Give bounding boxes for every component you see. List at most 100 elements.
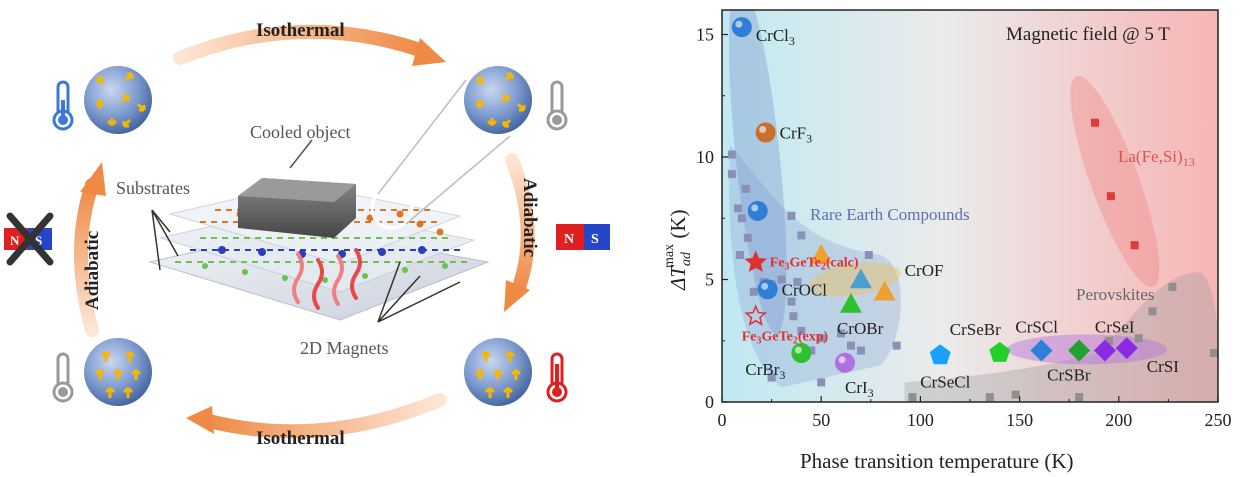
cycle-arrow-top-head	[412, 38, 446, 66]
x-tick-label: 200	[1105, 410, 1132, 430]
compound-label: CrI3	[845, 378, 874, 400]
rare-earth-point	[767, 373, 776, 382]
compound-label: CrF3	[780, 124, 812, 146]
compound-label: CrOCl	[782, 280, 828, 299]
rare-earth-point	[837, 329, 846, 338]
fgt-calc-label: Fe3GeTe2(calc)	[770, 255, 859, 272]
device-stack	[148, 79, 511, 323]
rare-earth-region-label: Rare Earth Compounds	[810, 205, 970, 224]
fgt-calc-label-part: Fe	[770, 255, 785, 270]
magnets-2d-label: 2D Magnets	[300, 338, 389, 358]
perovskite-point	[1011, 390, 1020, 399]
x-tick-label: 150	[1006, 410, 1033, 430]
rare-earth-point	[787, 211, 796, 220]
thermometer-neutral-icon	[546, 80, 568, 131]
cycle-arrow-bottom-head	[186, 406, 214, 434]
lafesi-point	[1090, 118, 1099, 127]
spin-sphere-top-right	[464, 66, 532, 134]
lafesi-region	[1070, 75, 1160, 288]
y-tick-label: 10	[696, 147, 714, 167]
perovskite-point	[985, 393, 994, 402]
compound-label-main: CrSeBr	[950, 320, 1001, 339]
compound-label-main: CrBr	[745, 360, 779, 379]
compound-label-sub: 3	[779, 368, 785, 382]
y-axis-label-unit: (K)	[666, 209, 690, 243]
compound-marker-highlight	[759, 126, 767, 133]
fgt-calc-marker	[744, 250, 768, 272]
compound-marker	[849, 268, 872, 289]
compound-marker	[731, 17, 752, 38]
magnet-s-label: S	[591, 232, 599, 247]
thermometer-neutral-icon	[52, 352, 74, 403]
compound-marker	[989, 342, 1011, 362]
fgt-calc-label-part: 2	[821, 261, 826, 272]
rare-earth-point	[846, 341, 855, 350]
cycle-arrow-left-head	[80, 162, 106, 196]
substrates-label: Substrates	[116, 178, 190, 198]
compound-marker	[929, 344, 951, 365]
rare-earth-point	[735, 251, 744, 259]
y-tick-label: 0	[705, 392, 714, 412]
isothermal-bottom-label: Isothermal	[256, 428, 345, 449]
spin-sphere-bottom-right	[464, 338, 532, 406]
compound-label-main: CrSeI	[1095, 318, 1135, 337]
field-annotation: Magnetic field @ 5 T	[1006, 24, 1170, 45]
magnet-s-label: S	[35, 233, 42, 248]
compound-label-main: CrOF	[905, 261, 944, 280]
y-tick-label: 15	[696, 25, 714, 45]
fgt-exp-label-part: Fe	[742, 329, 757, 344]
fgt-exp-label-part: (exp)	[798, 329, 829, 344]
compound-marker	[810, 244, 833, 264]
magnet-n-label: N	[10, 233, 20, 248]
perovskite-point	[1104, 336, 1113, 345]
compound-marker	[839, 293, 862, 313]
crossed-magnet-icon: N S	[4, 212, 54, 266]
perovskites-region-label: Perovskites	[1076, 285, 1154, 304]
cooled-object-label: Cooled object	[250, 122, 350, 142]
compound-marker	[835, 352, 856, 373]
compound-label-main: CrOCl	[782, 280, 828, 299]
rare-earth-point	[864, 251, 873, 259]
crcl3-region	[728, 10, 787, 335]
fgt-calc-label-part: 3	[784, 261, 789, 272]
magnet-n-label: N	[564, 232, 574, 247]
rare-earth-point	[797, 326, 806, 335]
compound-label-main: CrSBr	[1047, 366, 1091, 385]
lafesi-point	[1130, 241, 1139, 250]
rare-earth-point	[797, 231, 806, 240]
rare-earth-point	[807, 346, 816, 355]
perovskite-point	[908, 393, 917, 402]
isothermal-top-label: Isothermal	[256, 20, 345, 41]
compound-label-main: CrSCl	[1015, 318, 1058, 337]
rare-earth-point	[777, 275, 786, 284]
compound-label: CrSeI	[1095, 318, 1135, 337]
compound-label-main: CrOBr	[837, 319, 884, 338]
rare-earth-point	[817, 334, 826, 343]
cycle-arrow-left	[74, 178, 99, 337]
y-axis-label-main: ΔT	[666, 265, 690, 291]
compound-label: CrSI	[1147, 357, 1179, 376]
compound-label: CrBr3	[745, 360, 785, 382]
adiabatic-right-label: Adiabatic	[519, 178, 540, 257]
compound-label-main: CrSeCl	[920, 372, 970, 391]
compound-marker	[1030, 339, 1053, 362]
compound-marker-highlight	[751, 204, 759, 212]
magnet-icon: N S	[556, 224, 610, 250]
compound-label: CrSCl	[1015, 318, 1058, 337]
y-axis-label-sub: ad	[679, 251, 694, 266]
rare-earth-point	[793, 277, 802, 286]
perovskite-point	[1210, 349, 1218, 357]
compound-marker	[1115, 337, 1138, 360]
perovskite-point	[1168, 282, 1177, 291]
compound-marker-highlight	[838, 356, 846, 364]
fgt-exp-label-part: 2	[793, 335, 798, 346]
y-tick-label: 5	[705, 270, 714, 290]
fgt-exp-label: Fe3GeTe2(exp)	[742, 329, 829, 346]
perovskite-region	[904, 272, 1218, 402]
rare-earth-point	[727, 170, 736, 179]
compound-marker	[1093, 339, 1116, 362]
cycle-arrow-bottom	[198, 393, 447, 439]
compound-marker-highlight	[761, 282, 769, 290]
rare-earth-point	[856, 346, 865, 355]
